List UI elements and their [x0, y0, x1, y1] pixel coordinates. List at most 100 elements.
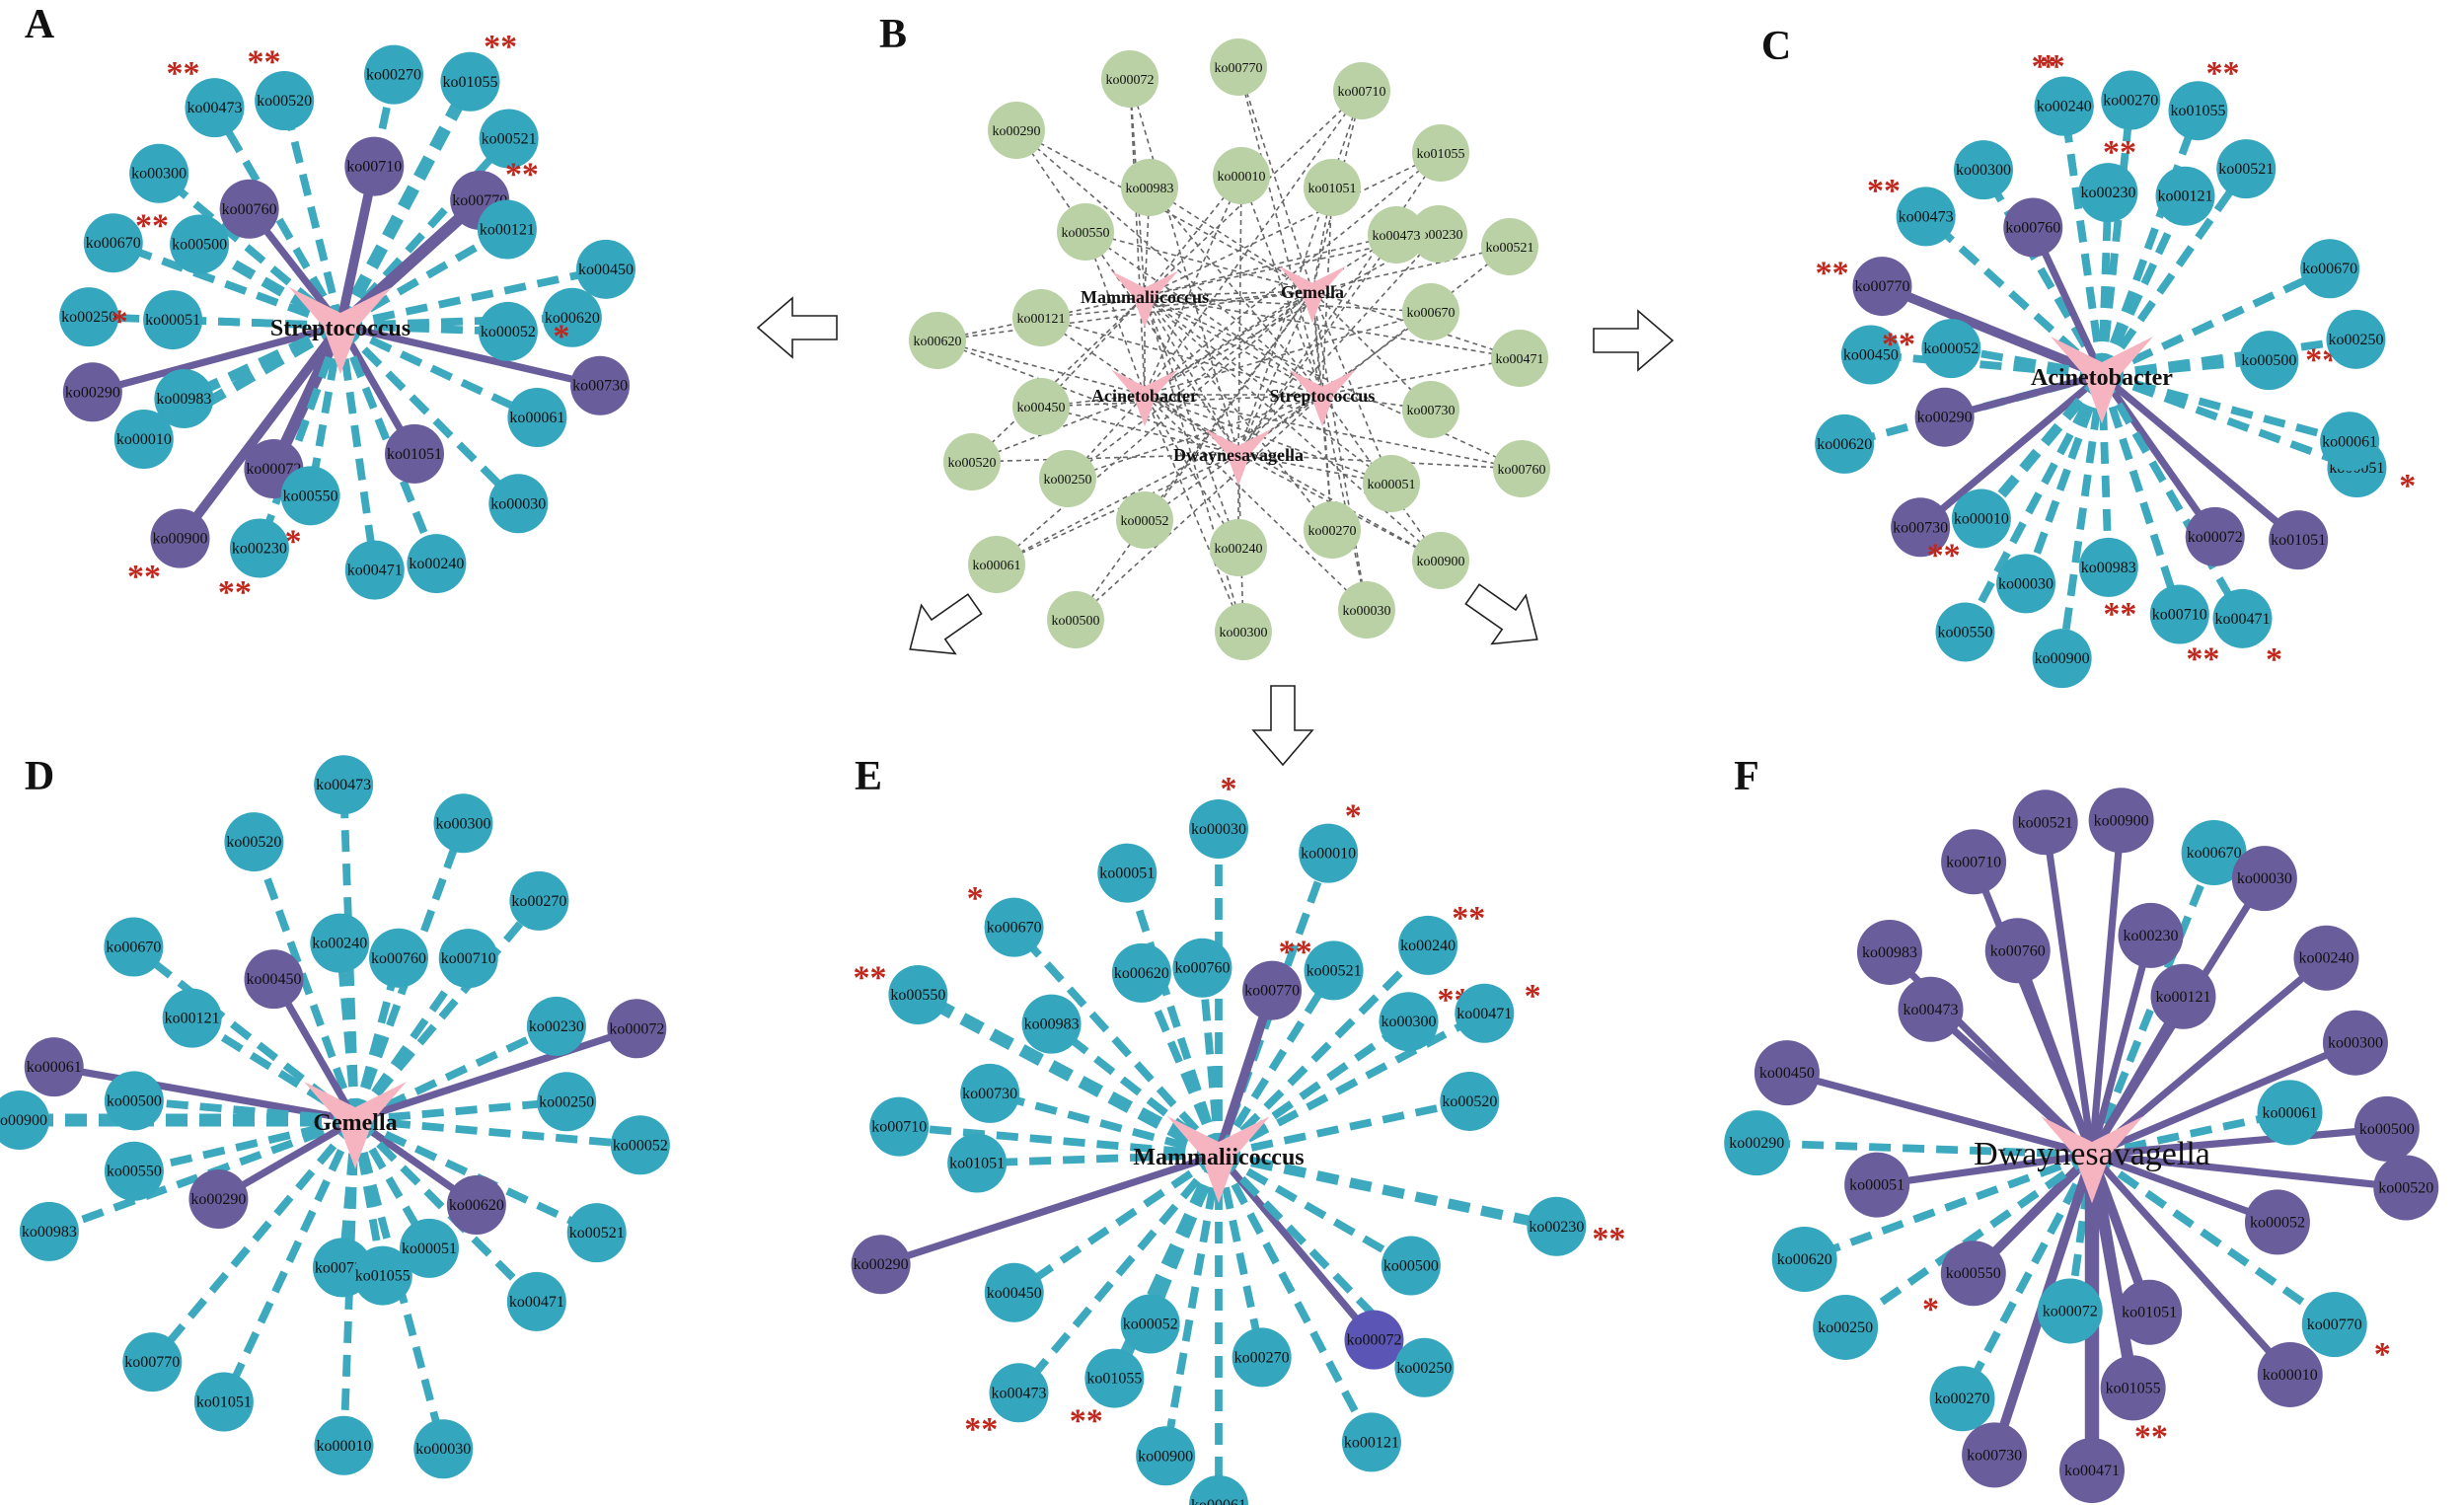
- edge-C-ko00061: [2100, 371, 2352, 446]
- node-label: ko00300: [2328, 1035, 2383, 1052]
- panel-label-F: F: [1734, 754, 1759, 799]
- arrow-shape: [1251, 685, 1314, 767]
- node-label: ko00072: [246, 461, 301, 478]
- hub-symbol-A: [289, 287, 392, 375]
- node-label: ko00670: [1407, 306, 1456, 321]
- node-F-ko00473: [1898, 976, 1964, 1042]
- node-label: ko00290: [854, 1256, 909, 1273]
- hub-label-F: Dwaynesavagella: [1974, 1136, 2210, 1172]
- edge-D-ko00010: [339, 1119, 359, 1446]
- panel-label-C: C: [1761, 24, 1791, 69]
- edge-B-ko00520: [971, 453, 1239, 463]
- node-A-ko01055: [440, 51, 500, 112]
- node-label: ko00240: [312, 936, 367, 952]
- node-D-ko00500: [104, 1071, 164, 1131]
- panel-label-D: D: [25, 754, 54, 799]
- node-label: ko01055: [1417, 147, 1465, 162]
- node-A-ko00010: [113, 410, 174, 469]
- significance-mark: **: [167, 55, 200, 92]
- node-C-ko00121: [2155, 166, 2215, 226]
- node-label: ko00760: [2005, 219, 2060, 236]
- significance-mark: *: [1525, 978, 1541, 1015]
- edge-F-ko00760: [2014, 949, 2096, 1157]
- node-label: ko00051: [145, 312, 200, 329]
- node-label: ko00121: [2156, 989, 2211, 1006]
- edge-B-hub: [1144, 295, 1323, 396]
- hub-symbol-C: [2051, 337, 2153, 424]
- significance-mark: *: [1221, 771, 1237, 807]
- node-label: ko00550: [1062, 226, 1110, 241]
- significance-mark: **: [1927, 537, 1961, 573]
- node-label: ko00240: [1215, 542, 1263, 557]
- node-label: ko00521: [569, 1225, 625, 1242]
- edge-A-ko00473: [211, 106, 344, 328]
- edge-B-ko00072: [1129, 78, 1146, 396]
- significance-mark: **: [2186, 640, 2219, 677]
- node-label: ko00072: [2043, 1303, 2098, 1319]
- node-F-ko00760: [1984, 918, 2051, 984]
- edge-E-ko00473: [1015, 1152, 1222, 1395]
- edge-C-ko00521: [2098, 166, 2250, 378]
- node-A-ko00550: [280, 466, 340, 526]
- node-B-ko00052: [1116, 491, 1173, 549]
- edge-A-ko00900: [176, 323, 344, 542]
- node-B-ko00270: [1304, 501, 1361, 559]
- edge-B-ko00250: [1067, 290, 1313, 480]
- edge-D-ko00250: [354, 1097, 567, 1124]
- node-E-ko00670: [984, 897, 1044, 957]
- edge-D-ko00520: [250, 840, 359, 1122]
- edge-E-ko00230: [1217, 1149, 1558, 1232]
- edge-B-ko00061: [996, 394, 1323, 565]
- node-A-ko00250: [59, 287, 119, 347]
- node-label: ko00900: [1138, 1448, 1193, 1465]
- node-label: ko00010: [1218, 170, 1266, 185]
- edge-B-ko00520: [971, 295, 1146, 463]
- node-label: ko00061: [509, 410, 564, 426]
- node-label: ko00983: [1862, 944, 1917, 961]
- node-label: ko00290: [1917, 410, 1973, 426]
- node-A-ko00900: [150, 508, 210, 568]
- node-label: ko00230: [232, 541, 287, 558]
- node-label: ko00500: [107, 1092, 162, 1109]
- node-F-ko00250: [1813, 1294, 1879, 1360]
- node-D-ko00121: [162, 988, 222, 1048]
- edge-B-ko01055: [1144, 152, 1442, 297]
- significance-mark: *: [2040, 48, 2056, 85]
- edge-B-ko00521: [1311, 246, 1511, 292]
- node-label: ko00061: [2322, 433, 2377, 450]
- node-A-ko00121: [477, 199, 537, 260]
- flow-arrow: [909, 593, 983, 655]
- node-label: ko01051: [949, 1156, 1005, 1172]
- node-label: ko00500: [2241, 352, 2296, 369]
- significance-mark: **: [854, 959, 887, 996]
- edge-E-ko00521: [1215, 968, 1337, 1158]
- edge-B-ko00983: [1149, 187, 1323, 396]
- node-B-ko00520: [943, 433, 1001, 490]
- node-C-ko00052: [1921, 319, 1981, 379]
- node-A-ko00030: [488, 474, 549, 534]
- node-label: ko00900: [0, 1112, 47, 1129]
- node-F-ko00730: [1962, 1422, 2028, 1488]
- node-label: ko00620: [1777, 1251, 1832, 1268]
- node-D-ko00710: [438, 929, 498, 989]
- node-label: ko00550: [283, 488, 338, 504]
- edge-E-ko00730: [989, 1090, 1221, 1159]
- node-label: ko00521: [1486, 241, 1534, 256]
- node-B-ko01051: [1304, 159, 1361, 216]
- node-label: ko00010: [2263, 1367, 2318, 1384]
- node-label: ko00300: [1381, 1014, 1437, 1030]
- node-F-ko00300: [2322, 1010, 2388, 1076]
- node-label: ko00521: [2018, 814, 2073, 831]
- arrow-shape: [756, 296, 838, 359]
- edge-D-ko00061: [53, 1063, 356, 1124]
- hub-symbol-F: [2041, 1116, 2143, 1204]
- edge-B-ko00072: [1129, 78, 1239, 455]
- node-label: ko00730: [1407, 404, 1456, 418]
- significance-mark: **: [1882, 326, 1915, 362]
- node-C-ko00471: [2212, 588, 2273, 648]
- edge-B-ko00270: [1144, 295, 1333, 531]
- edge-B-ko00760: [1237, 453, 1523, 470]
- node-A-ko00061: [507, 387, 567, 447]
- node-label: ko00730: [1967, 1447, 2022, 1464]
- node-label: ko00121: [2158, 188, 2213, 205]
